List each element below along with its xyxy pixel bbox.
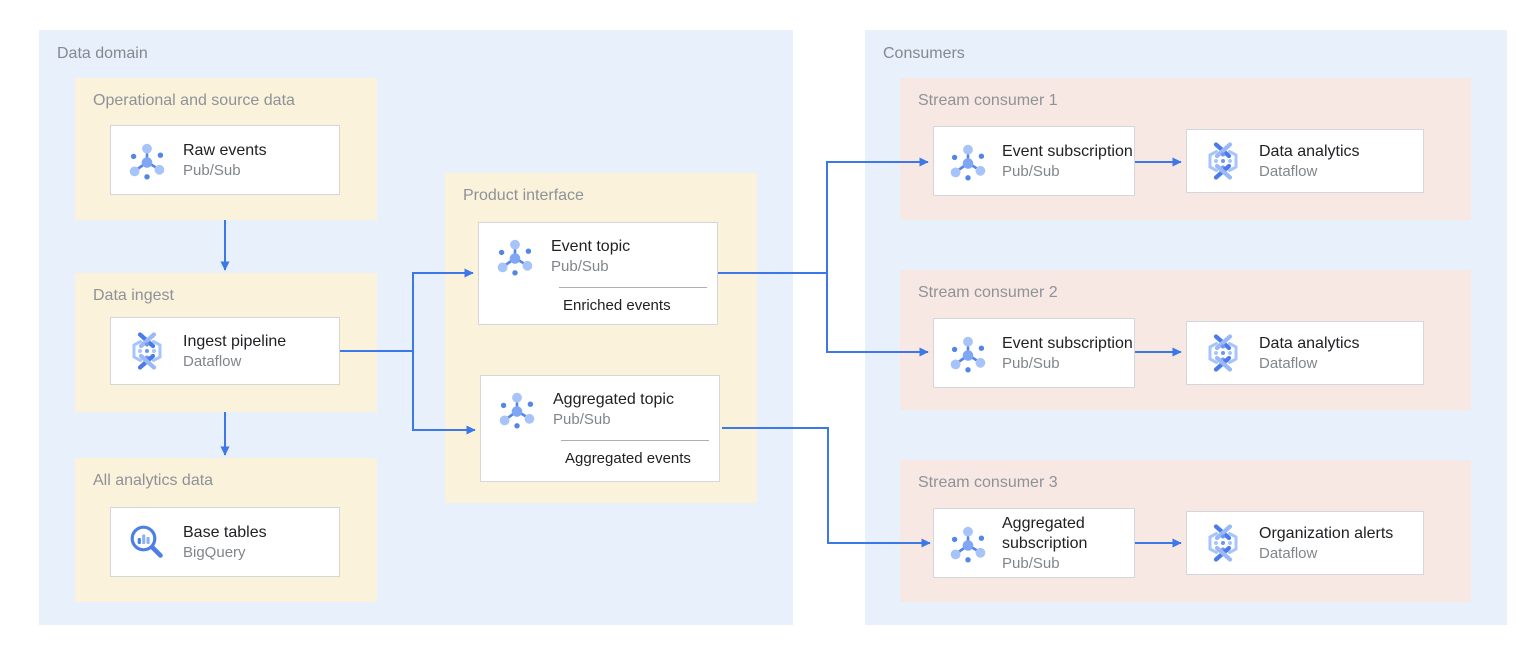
consumers-label: Consumers (883, 45, 965, 62)
node-aggregated-topic: Aggregated topic Pub/Sub Aggregated even… (480, 375, 720, 482)
node-product: Pub/Sub (553, 410, 611, 428)
node-product: Pub/Sub (183, 161, 241, 179)
group-label: Data ingest (93, 287, 174, 304)
node-event-topic: Event topic Pub/Sub Enriched events (478, 222, 718, 325)
pubsub-icon (949, 143, 987, 181)
node-title: Data analytics (1259, 334, 1360, 352)
dataflow-icon (127, 331, 167, 371)
node-product: Pub/Sub (1002, 354, 1060, 372)
group-label: All analytics data (93, 472, 214, 489)
topic-note: Enriched events (563, 297, 671, 314)
node-product: Pub/Sub (1002, 554, 1060, 572)
node-title: Aggregated subscription (1002, 514, 1088, 552)
consumers-region: Consumers Stream consumer 1 Event subscr… (865, 30, 1507, 625)
node-base-tables: Base tables BigQuery (110, 507, 340, 577)
node-organization-alerts: Organization alerts Dataflow (1186, 511, 1424, 575)
group-product-interface: Product interface Event topic Pub/Sub En… (445, 173, 757, 503)
node-title: Organization alerts (1259, 524, 1394, 542)
node-product: Dataflow (1259, 354, 1318, 372)
group-data-ingest: Data ingest Ingest pipeline Dataflow (75, 273, 377, 412)
node-ingest-pipeline: Ingest pipeline Dataflow (110, 317, 340, 385)
stream-consumer-3-box: Stream consumer 3 Aggregated subscriptio… (900, 460, 1471, 602)
pubsub-icon (949, 525, 987, 563)
node-data-analytics: Data analytics Dataflow (1186, 321, 1424, 385)
node-title: Ingest pipeline (183, 332, 287, 350)
bigquery-icon (127, 522, 167, 562)
node-product: Pub/Sub (1002, 162, 1060, 180)
data-domain-label: Data domain (57, 45, 148, 62)
node-product: Pub/Sub (551, 257, 609, 275)
group-label: Product interface (463, 187, 584, 204)
stream-consumer-2-box: Stream consumer 2 Event subscription Pub… (900, 270, 1471, 410)
group-label: Operational and source data (93, 92, 295, 109)
pubsub-icon (128, 142, 166, 180)
stream-consumer-1-box: Stream consumer 1 Event subscription Pub… (900, 78, 1471, 220)
group-all-analytics-data: All analytics data Base tables BigQuery (75, 458, 377, 602)
dataflow-icon (1203, 523, 1243, 563)
node-title: Base tables (183, 523, 267, 541)
row-label: Stream consumer 1 (918, 92, 1058, 109)
node-raw-events: Raw events Pub/Sub (110, 125, 340, 195)
node-title: Event subscription (1002, 334, 1133, 352)
divider (561, 440, 709, 441)
node-product: BigQuery (183, 543, 246, 561)
data-domain-region: Data domain Operational and source data … (39, 30, 793, 625)
pubsub-icon (496, 238, 534, 276)
node-title: Data analytics (1259, 142, 1360, 160)
pubsub-icon (498, 391, 536, 429)
node-data-analytics: Data analytics Dataflow (1186, 129, 1424, 193)
dataflow-icon (1203, 141, 1243, 181)
node-title: Event topic (551, 237, 631, 255)
node-product: Dataflow (183, 352, 242, 370)
node-title: Event subscription (1002, 142, 1133, 160)
node-product: Dataflow (1259, 544, 1318, 562)
node-event-subscription: Event subscription Pub/Sub (933, 126, 1135, 196)
dataflow-icon (1203, 333, 1243, 373)
node-title: Aggregated topic (553, 390, 674, 408)
node-event-subscription: Event subscription Pub/Sub (933, 318, 1135, 388)
topic-note: Aggregated events (565, 450, 691, 467)
node-title: Raw events (183, 141, 267, 159)
node-product: Dataflow (1259, 162, 1318, 180)
group-operational-source-data: Operational and source data Raw events P… (75, 78, 377, 220)
pubsub-icon (949, 335, 987, 373)
node-aggregated-subscription: Aggregated subscription Pub/Sub (933, 508, 1135, 578)
row-label: Stream consumer 3 (918, 474, 1058, 491)
divider (559, 287, 707, 288)
row-label: Stream consumer 2 (918, 284, 1058, 301)
